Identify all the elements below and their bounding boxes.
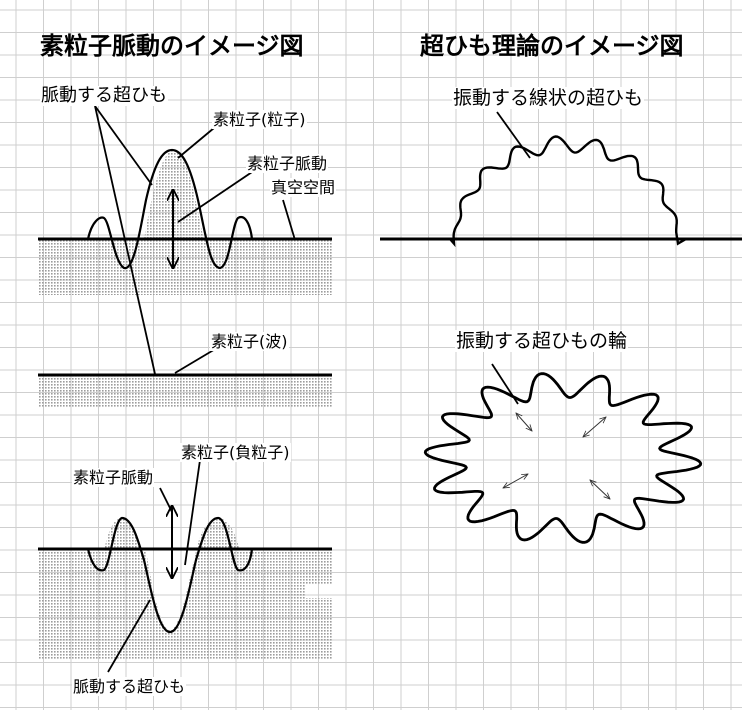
loop-leader — [491, 363, 519, 405]
linear-string-section — [380, 111, 742, 248]
label-vibrating-string: 振動する線状の超ひも — [452, 87, 645, 109]
arc-leader — [496, 111, 531, 159]
string-loop-section — [423, 363, 703, 544]
right-panel-title: 超ひも理論のイメージ図 — [420, 32, 684, 60]
left-panel-title: 素粒子脈動のイメージ図 — [40, 32, 304, 60]
leader-lines — [94, 105, 296, 673]
vacuum-fill-middle — [38, 376, 332, 408]
label-vibrating-loop: 振動する超ひもの輪 — [455, 330, 629, 352]
label-particle: 素粒子(粒子) — [212, 110, 307, 129]
pulsing-string-wave-bottom — [86, 516, 254, 634]
particle-section — [38, 148, 332, 295]
wave-section — [38, 373, 332, 408]
label-pulsing-string-top: 脈動する超ひも — [40, 85, 168, 106]
loop-arrow — [516, 413, 532, 431]
loop-arrow — [583, 417, 606, 437]
label-vacuum: 真空空間 — [270, 178, 337, 197]
label-wave: 素粒子(波) — [210, 332, 289, 351]
label-pulsing-string-bottom: 脈動する超ひも — [72, 677, 187, 696]
label-pulsation-top: 素粒子脈動 — [246, 154, 329, 173]
loop-arrow — [503, 474, 528, 488]
antiparticle-section — [38, 506, 332, 660]
loop-arrow — [590, 480, 610, 499]
label-antiparticle: 素粒子(負粒子) — [180, 443, 291, 462]
pulsing-string-wave-top — [86, 148, 254, 270]
vibrating-string-loop — [423, 372, 703, 544]
vibrating-string-arc — [449, 135, 687, 248]
vacuum-fill-top — [38, 240, 332, 295]
label-pulsation-bottom: 素粒子脈動 — [72, 468, 155, 487]
loop-arrows — [503, 413, 610, 499]
